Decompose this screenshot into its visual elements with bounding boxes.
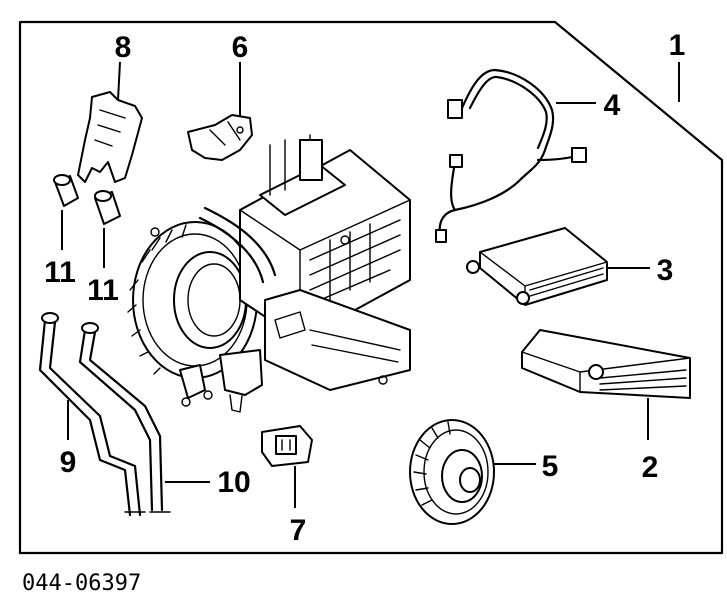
part-5-blower <box>409 419 495 525</box>
part-6-clip <box>187 114 253 161</box>
callout-8: 8 <box>115 31 132 64</box>
part-10-pipe <box>78 322 171 513</box>
callout-5: 5 <box>542 450 559 483</box>
callout-10: 10 <box>217 466 250 499</box>
callout-6: 6 <box>232 31 249 64</box>
callout-4: 4 <box>604 89 621 122</box>
diagram-frame <box>18 20 724 555</box>
callout-3: 3 <box>657 254 674 287</box>
callout-1: 1 <box>669 29 686 62</box>
part-code: 044-06397 <box>22 571 141 596</box>
heater-housing <box>127 134 411 413</box>
callout-11a: 11 <box>44 256 76 289</box>
part-3-core <box>466 227 608 306</box>
callout-9: 9 <box>60 446 77 479</box>
part-11-caps <box>53 174 121 225</box>
part-9-pipe <box>38 312 142 517</box>
part-2-evaporator <box>521 329 691 399</box>
callout-7: 7 <box>290 514 307 547</box>
callout-2: 2 <box>642 451 659 484</box>
part-4-harness <box>435 68 587 243</box>
callout-11b: 11 <box>87 274 119 307</box>
leader-8 <box>117 61 121 101</box>
part-7-resistor <box>261 425 313 467</box>
part-8-bracket <box>77 91 143 183</box>
